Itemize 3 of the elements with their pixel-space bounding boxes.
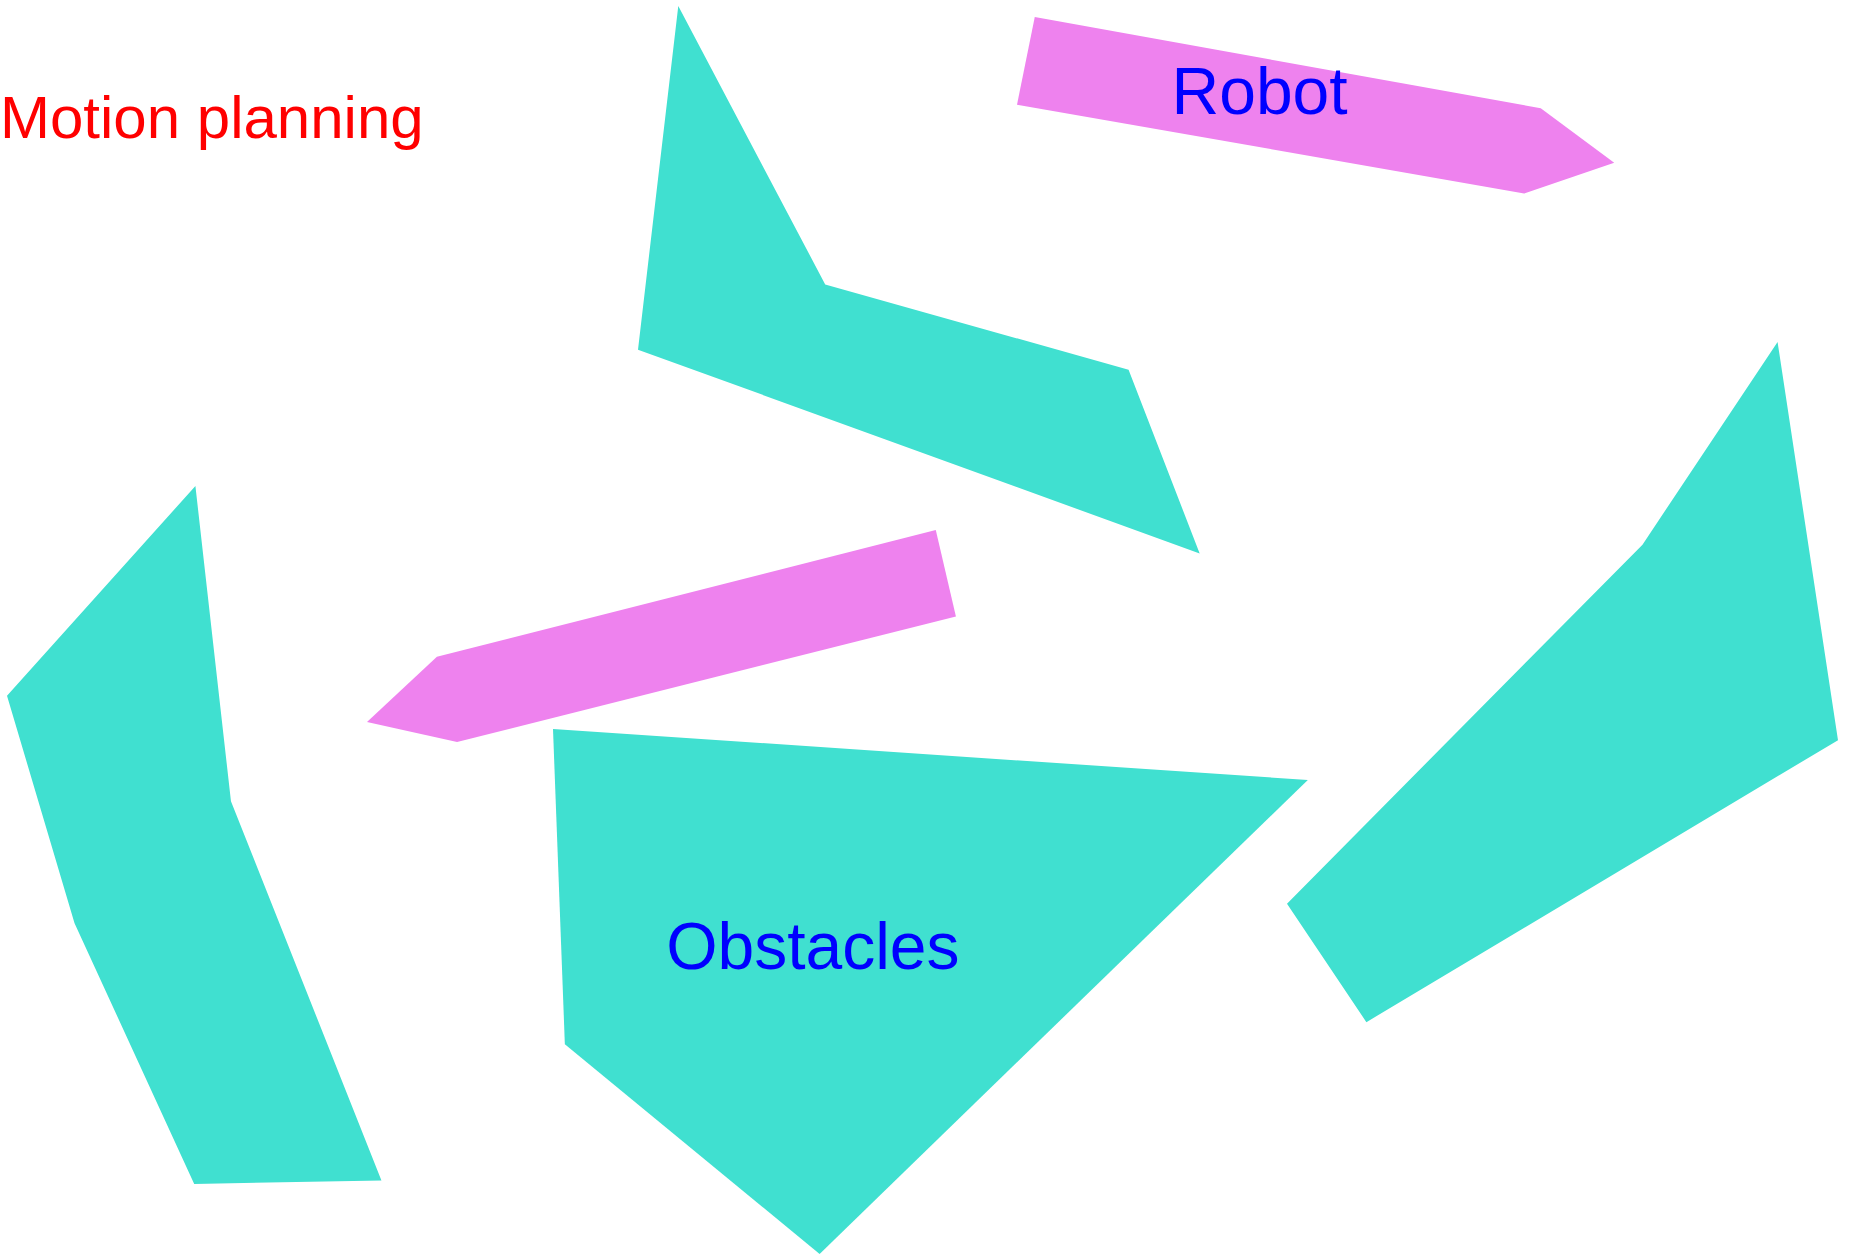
diagram-title: Motion planning [0, 88, 424, 148]
shape-label: Obstacles [666, 912, 960, 979]
shape-label: Robot [1171, 58, 1348, 125]
